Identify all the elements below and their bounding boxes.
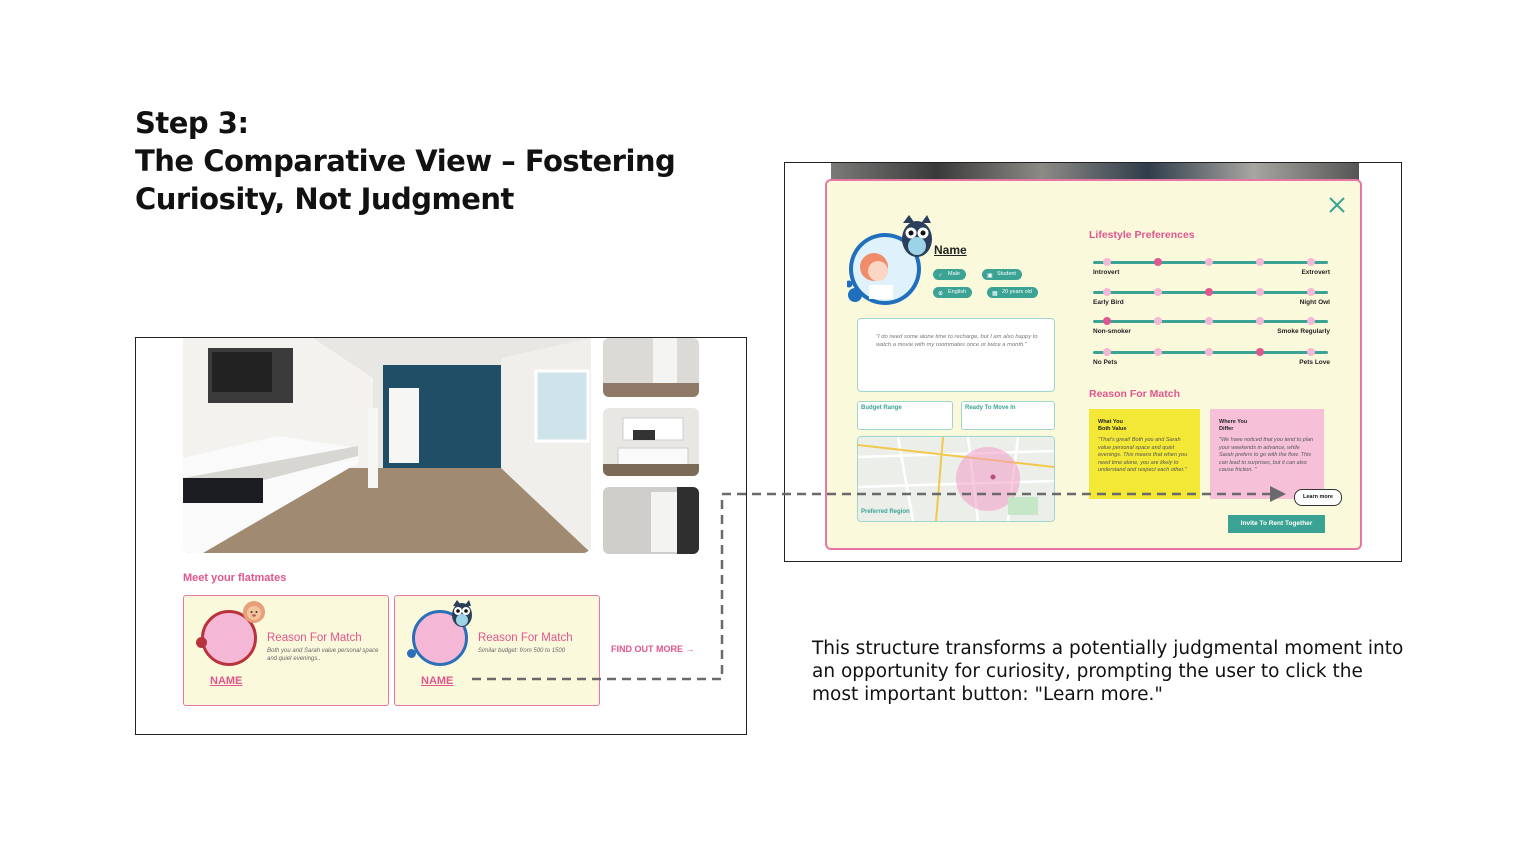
both-value-text: "That's great! Both you and Sarah value … [1098, 437, 1188, 474]
lifestyle-slider[interactable] [1093, 348, 1328, 356]
owl-icon [452, 600, 472, 627]
both-value-card: What You Both Value "That's great! Both … [1089, 409, 1200, 499]
slider-step[interactable] [1256, 258, 1264, 266]
differ-card: Where You Differ "We have noticed that y… [1210, 409, 1324, 499]
slider-step[interactable] [1256, 317, 1264, 325]
profile-modal-frame: Name ♂Male ▣Student ⊕English ▦20 years o… [784, 162, 1402, 562]
tag-age: ▦20 years old [987, 287, 1038, 298]
slider-left-label: No Pets [1093, 359, 1118, 366]
flatmate-card-2[interactable]: Reason For Match Similar budget: from 50… [394, 595, 600, 706]
preferred-region-label: Preferred Region [861, 509, 910, 515]
thumbnail-photo-2[interactable] [603, 408, 699, 476]
briefcase-icon: ▣ [987, 273, 993, 279]
invite-rent-together-button[interactable]: Invite To Rent Together [1228, 515, 1325, 533]
slider-handle[interactable] [1256, 348, 1264, 356]
slide-description: This structure transforms a potentially … [812, 638, 1404, 705]
reason-text: Similar budget: from 500 to 1500 [478, 648, 566, 654]
slider-right-label: Pets Love [1299, 359, 1330, 366]
slider-step[interactable] [1307, 288, 1315, 296]
slider-left-label: Early Bird [1093, 299, 1124, 306]
male-icon: ♂ [938, 273, 943, 279]
differ-heading: Where You Differ [1219, 419, 1248, 432]
meet-flatmates-label: Meet your flatmates [183, 572, 287, 584]
heading-title-line2: Curiosity, Not Judgment [135, 182, 514, 216]
slider-step[interactable] [1307, 258, 1315, 266]
lifestyle-slider[interactable] [1093, 317, 1328, 325]
reason-text: Both you and Sarah value personal space … [267, 648, 379, 662]
slider-handle[interactable] [1154, 258, 1162, 266]
profile-quote: "I do need some alone time to recharge, … [876, 334, 1038, 348]
flatmate-name-link[interactable]: NAME [421, 675, 454, 687]
lion-icon [243, 601, 265, 623]
tag-occupation: ▣Student [982, 269, 1022, 280]
slider-step[interactable] [1154, 317, 1162, 325]
tag-language: ⊕English [933, 287, 973, 298]
slider-step[interactable] [1154, 348, 1162, 356]
slider-step[interactable] [1154, 288, 1162, 296]
lifestyle-slider[interactable] [1093, 258, 1328, 266]
slider-left-label: Introvert [1093, 269, 1120, 276]
slider-step[interactable] [1103, 288, 1111, 296]
slider-right-label: Extrovert [1301, 269, 1330, 276]
slider-step[interactable] [1103, 258, 1111, 266]
reason-match-title: Reason For Match [1089, 388, 1181, 400]
slider-step[interactable] [1205, 348, 1213, 356]
avatar [412, 610, 468, 666]
learn-more-button[interactable]: Learn more [1294, 489, 1342, 506]
budget-range-field[interactable]: Budget Range [857, 401, 953, 430]
profile-quote-box: "I do need some alone time to recharge, … [857, 318, 1055, 392]
thumbnail-photo-3[interactable] [603, 487, 699, 554]
listing-page-frame: Meet your flatmates Reason For Match Bot… [135, 337, 747, 735]
flatmate-name-link[interactable]: NAME [210, 675, 243, 687]
slider-step[interactable] [1307, 348, 1315, 356]
slider-handle[interactable] [1205, 288, 1213, 296]
globe-icon: ⊕ [938, 291, 944, 297]
profile-name: Name [934, 243, 967, 257]
profile-avatar [847, 215, 932, 305]
lifestyle-title: Lifestyle Preferences [1089, 229, 1195, 241]
profile-modal: Name ♂Male ▣Student ⊕English ▦20 years o… [825, 179, 1362, 550]
slider-step[interactable] [1103, 348, 1111, 356]
find-out-more-link[interactable]: FIND OUT MORE → [611, 644, 695, 654]
move-in-field[interactable]: Ready To Move In [961, 401, 1055, 430]
slider-step[interactable] [1205, 317, 1213, 325]
main-apartment-photo[interactable] [183, 338, 591, 553]
heading-step: Step 3: [135, 106, 249, 140]
calendar-icon: ▦ [992, 291, 998, 297]
background-photo-strip [831, 163, 1359, 183]
flatmate-card-1[interactable]: Reason For Match Both you and Sarah valu… [183, 595, 389, 706]
close-icon[interactable] [1327, 195, 1347, 215]
differ-text: "We have noticed that you tend to plan y… [1219, 437, 1314, 474]
tag-gender: ♂Male [933, 269, 966, 280]
slide-heading: Step 3: The Comparative View – Fostering… [135, 104, 676, 218]
lifestyle-slider[interactable] [1093, 288, 1328, 296]
both-value-heading: What You Both Value [1098, 419, 1127, 432]
reason-title: Reason For Match [478, 632, 573, 644]
slider-right-label: Smoke Regularly [1277, 328, 1330, 335]
reason-title: Reason For Match [267, 632, 362, 644]
thumbnail-photo-1[interactable] [603, 338, 699, 397]
slider-step[interactable] [1205, 258, 1213, 266]
slider-left-label: Non-smoker [1093, 328, 1131, 335]
preferred-region-map[interactable]: Preferred Region [857, 436, 1055, 522]
heading-title-line1: The Comparative View – Fostering [135, 144, 676, 178]
slider-handle[interactable] [1103, 317, 1111, 325]
slider-step[interactable] [1256, 288, 1264, 296]
slider-right-label: Night Owl [1299, 299, 1330, 306]
slider-step[interactable] [1307, 317, 1315, 325]
